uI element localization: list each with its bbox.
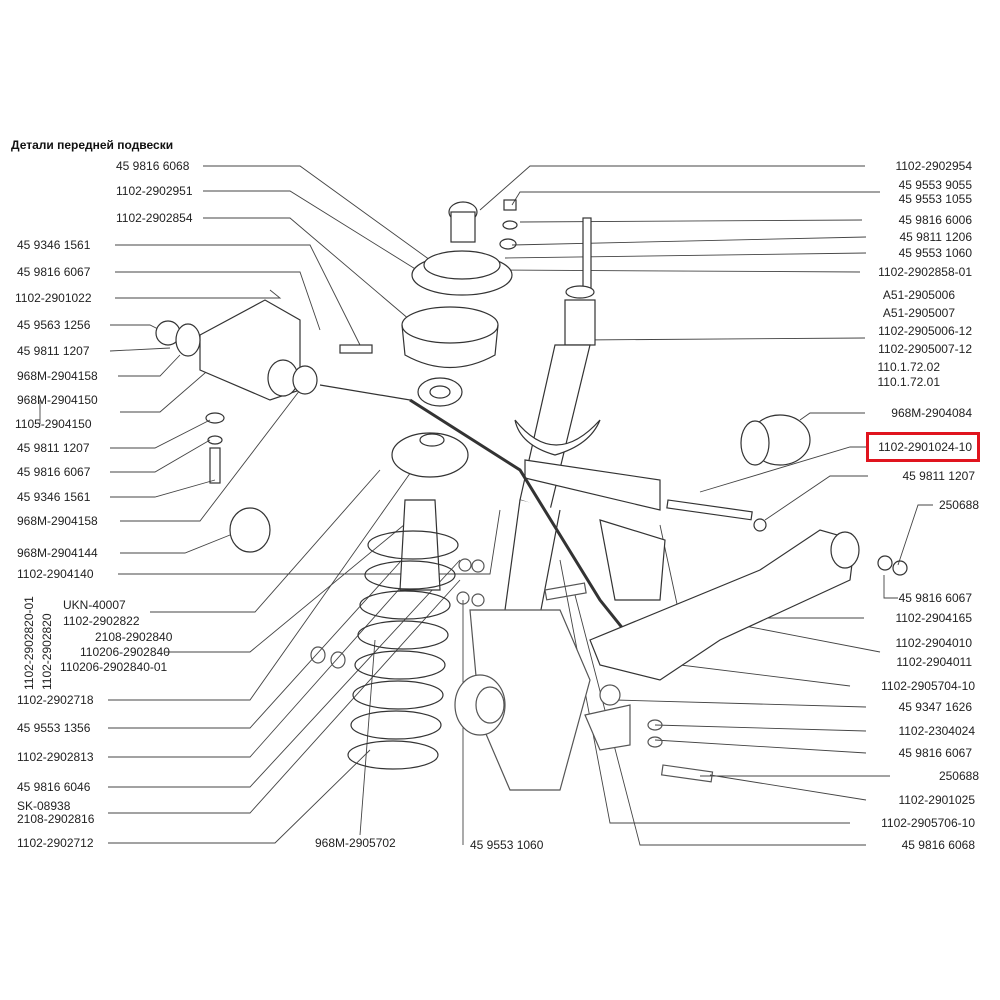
part-label[interactable]: 1102-2902813 — [17, 750, 94, 764]
leader-lines-right — [479, 165, 933, 846]
part-label[interactable]: 1105-2904150 — [15, 417, 92, 431]
coil-spring — [347, 432, 469, 770]
part-label[interactable]: 45 9816 6067 — [17, 465, 91, 479]
page-title: Детали передней подвески — [11, 138, 174, 152]
part-label[interactable]: 1102-2905704-10 — [881, 679, 975, 693]
part-label[interactable]: 45 9816 6067 — [898, 591, 972, 605]
part-label[interactable]: A51-2905006 — [882, 288, 955, 302]
part-label[interactable]: 45 9553 1055 — [898, 192, 972, 206]
part-label[interactable]: UKN-40007 — [63, 598, 126, 612]
part-label-highlighted[interactable]: 1102-2901024-10 — [878, 440, 972, 454]
part-label[interactable]: 45 9347 1626 — [898, 700, 972, 714]
part-label[interactable]: 2108-2902816 — [17, 812, 95, 826]
part-label[interactable]: 1102-2902712 — [17, 836, 94, 850]
part-label[interactable]: 45 9816 6068 — [901, 838, 975, 852]
part-label[interactable]: 1102-2902858-01 — [878, 265, 972, 279]
part-label[interactable]: 968M-2904158 — [17, 369, 98, 383]
part-label-vertical[interactable]: 1102-2902820 — [40, 613, 54, 690]
part-label[interactable]: 45 9553 1060 — [470, 838, 544, 852]
top-nuts — [499, 199, 518, 250]
part-label[interactable]: 45 9816 6068 — [116, 159, 190, 173]
part-label[interactable]: 1102-2902954 — [895, 159, 972, 173]
part-label[interactable]: 45 9346 1561 — [17, 490, 91, 504]
part-label[interactable]: 968M-2904158 — [17, 514, 98, 528]
part-label[interactable]: 1102-2905007-12 — [878, 342, 972, 356]
part-label[interactable]: 45 9811 1206 — [899, 230, 972, 244]
part-label[interactable]: 110206-2902840 — [80, 645, 170, 659]
stabilizer-bracket — [155, 299, 642, 651]
part-label[interactable]: 110206-2902840-01 — [60, 660, 168, 674]
part-label[interactable]: 110.1.72.01 — [877, 375, 940, 389]
part-label[interactable]: 45 9816 6046 — [17, 780, 91, 794]
part-label[interactable]: 45 9563 1256 — [17, 318, 91, 332]
part-label[interactable]: 45 9811 1207 — [902, 469, 975, 483]
leader-lines-left — [39, 165, 501, 845]
part-label[interactable]: 45 9816 6006 — [898, 213, 972, 227]
part-label-vertical[interactable]: 1102-2902820-01 — [22, 596, 36, 690]
part-label[interactable]: 968M-2904150 — [17, 393, 98, 407]
shock-absorber-strut — [504, 217, 666, 616]
part-label[interactable]: 2108-2902840 — [95, 630, 173, 644]
part-label[interactable]: 45 9553 1356 — [17, 721, 91, 735]
lower-control-arm — [589, 414, 908, 681]
part-label[interactable]: 45 9811 1207 — [17, 441, 90, 455]
part-label[interactable]: A51-2905007 — [882, 306, 955, 320]
part-label[interactable]: 968M-2905702 — [315, 836, 396, 850]
part-label[interactable]: 45 9816 6067 — [898, 746, 972, 760]
part-label[interactable]: SK-08938 — [17, 799, 71, 813]
part-label[interactable]: 968M-2904144 — [17, 546, 98, 560]
part-label[interactable]: 1102-2904140 — [17, 567, 94, 581]
part-label[interactable]: 1102-2902718 — [17, 693, 94, 707]
part-label[interactable]: 1102-2902854 — [116, 211, 193, 225]
highlight-box — [866, 432, 980, 462]
part-label[interactable]: 45 9816 6067 — [17, 265, 91, 279]
part-label[interactable]: 1102-2902951 — [116, 184, 193, 198]
part-label[interactable]: 45 9346 1561 — [17, 238, 91, 252]
part-label[interactable]: 968M-2904084 — [891, 406, 972, 420]
part-label[interactable]: 110.1.72.02 — [877, 360, 940, 374]
part-label[interactable]: 45 9553 9055 — [898, 178, 972, 192]
part-label[interactable]: 250688 — [938, 498, 979, 512]
steering-knuckle — [310, 558, 714, 791]
part-label[interactable]: 45 9553 1060 — [898, 246, 972, 260]
part-label[interactable]: 45 9811 1207 — [17, 344, 90, 358]
part-label[interactable]: 1102-2304024 — [898, 724, 975, 738]
part-label[interactable]: 1102-2905706-10 — [881, 816, 975, 830]
part-label[interactable]: 1102-2904165 — [895, 611, 972, 625]
part-label[interactable]: 1102-2904011 — [896, 655, 972, 669]
strut-top-mount — [401, 201, 513, 407]
part-label[interactable]: 1102-2905006-12 — [878, 324, 972, 338]
part-label[interactable]: 1102-2902822 — [63, 614, 140, 628]
part-label[interactable]: 1102-2901025 — [898, 793, 975, 807]
part-label[interactable]: 1102-2901022 — [15, 291, 92, 305]
part-label[interactable]: 1102-2904010 — [895, 636, 972, 650]
part-label[interactable]: 250688 — [938, 769, 979, 783]
